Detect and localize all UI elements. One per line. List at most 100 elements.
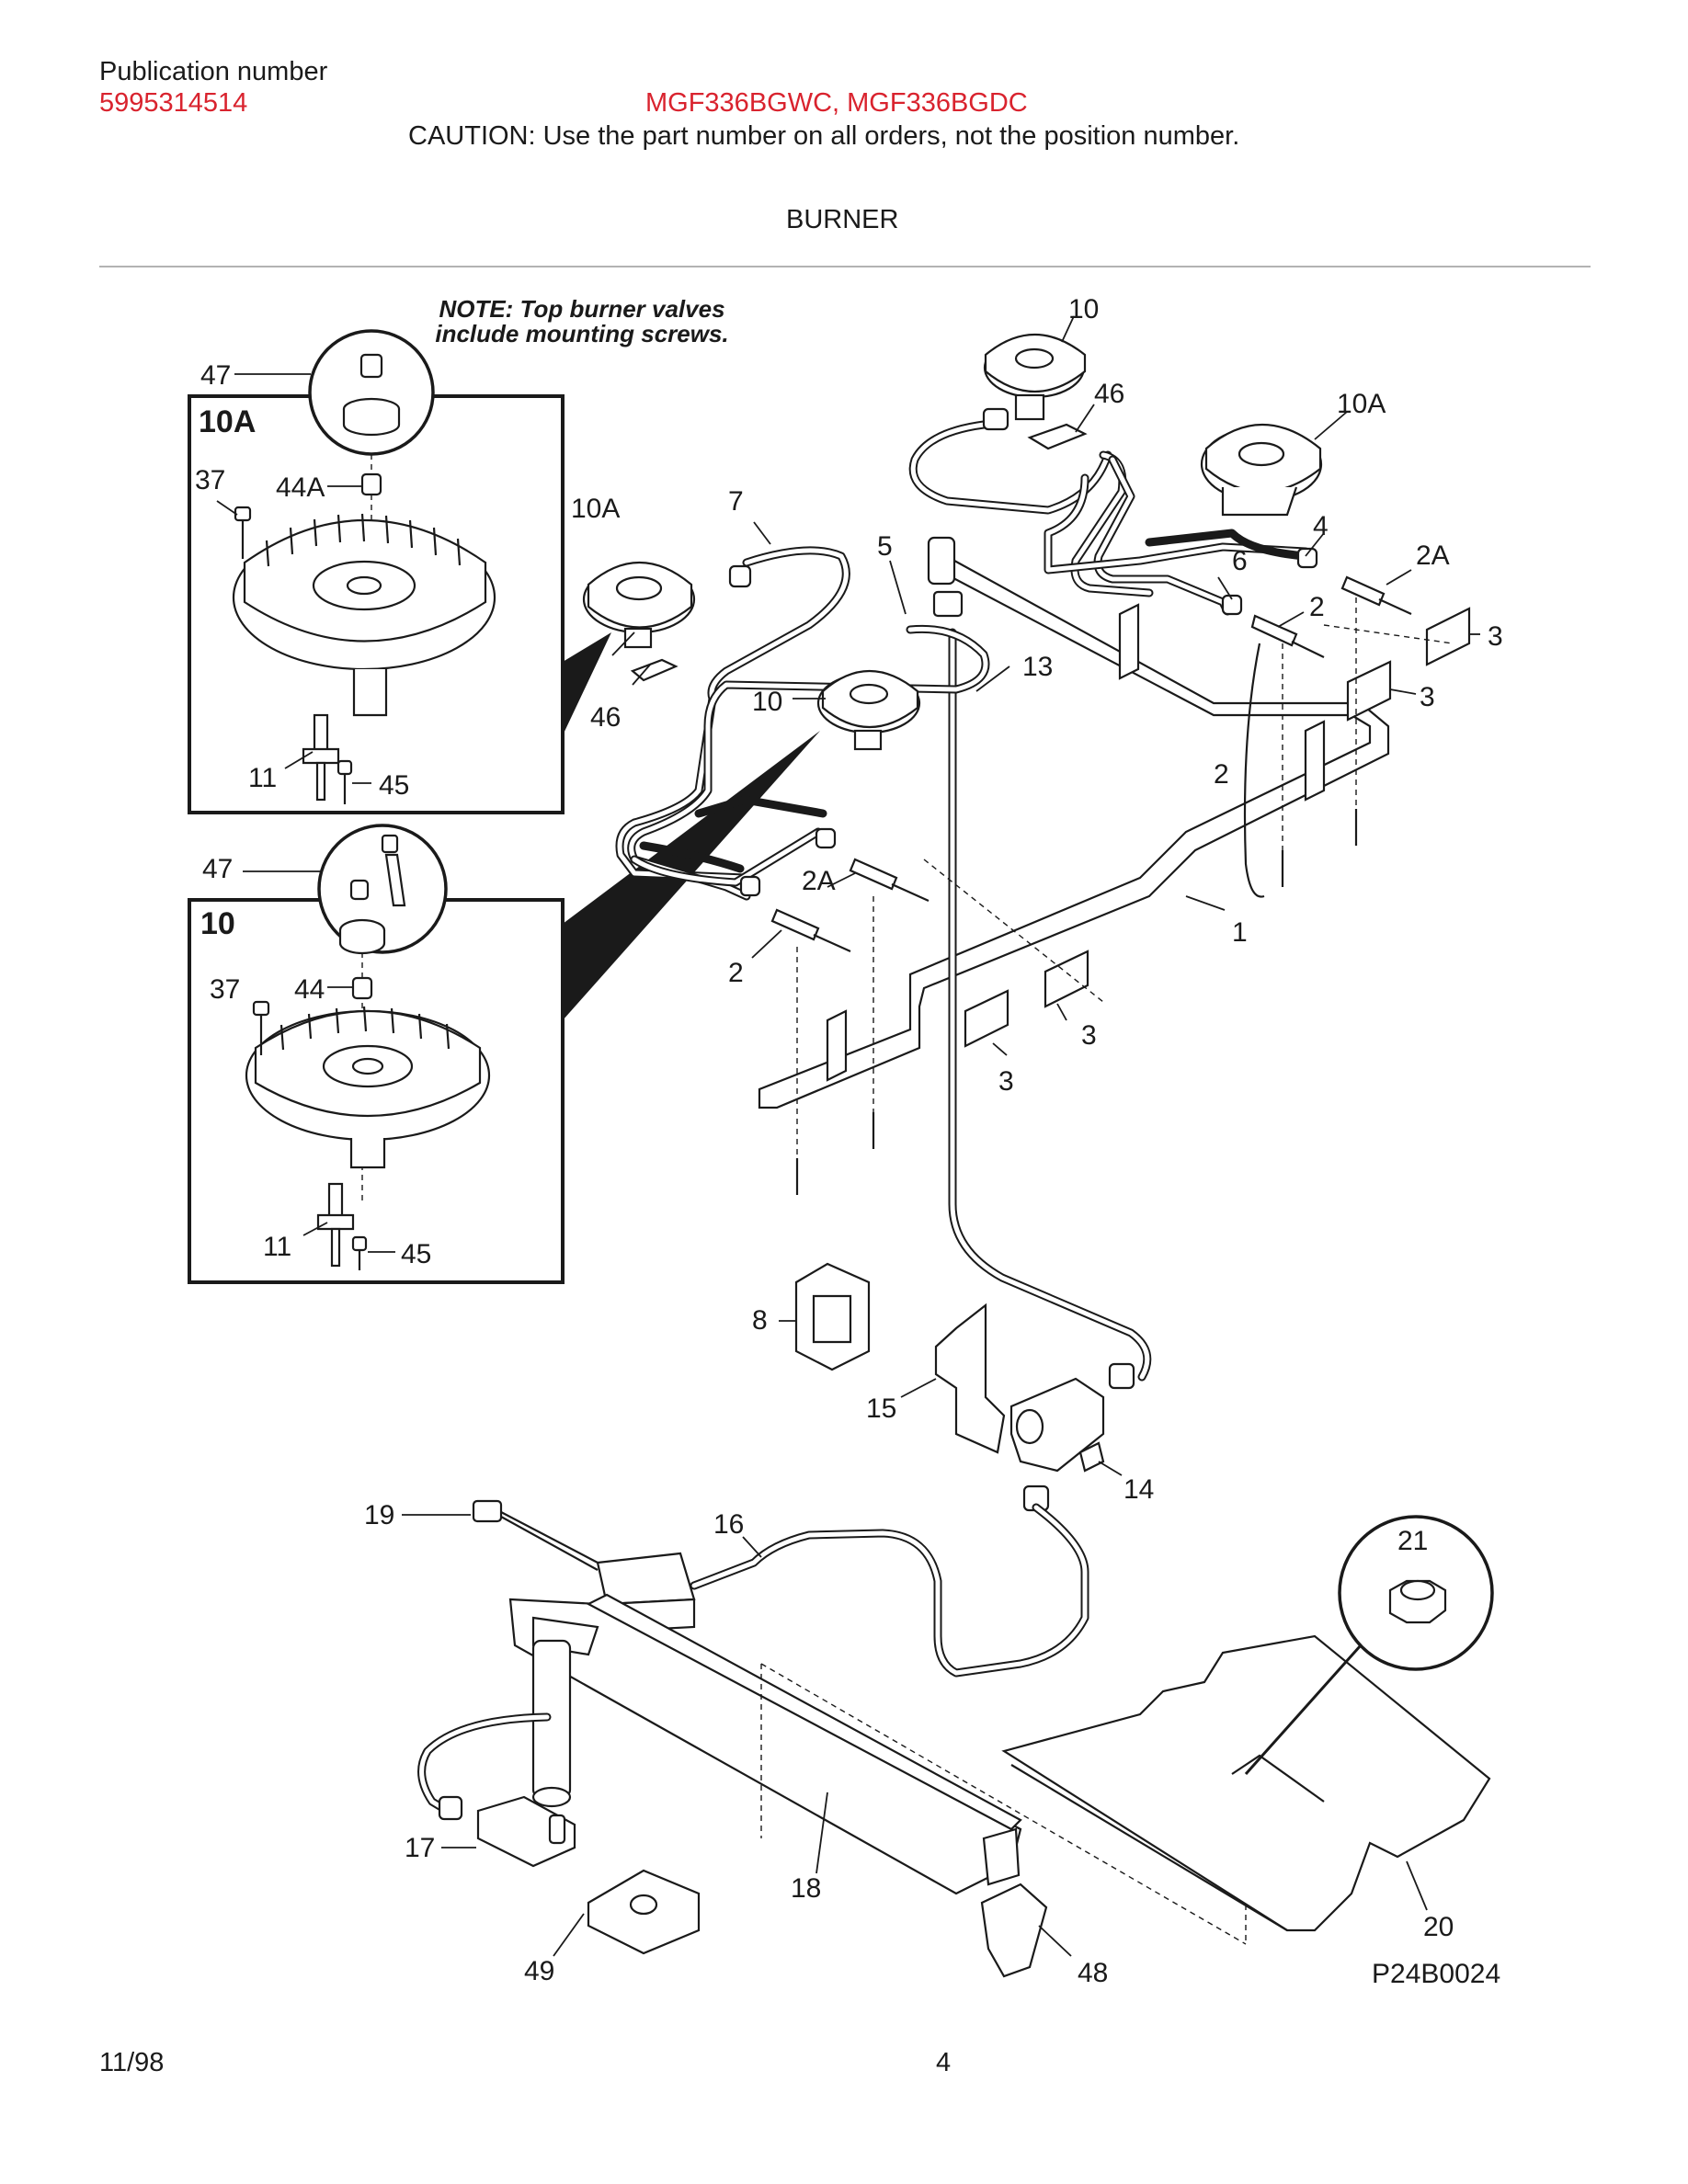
diagram-stroke [335, 1007, 340, 1034]
diagram-stroke [419, 1714, 550, 1815]
diagram-stroke [1291, 641, 1325, 658]
wire-2 [1243, 643, 1265, 898]
screw-37a [234, 506, 252, 522]
diagram-stroke [265, 513, 462, 567]
diagram-stroke [316, 1213, 355, 1231]
screw-44a [360, 472, 382, 496]
bracket-15 [934, 1302, 1006, 1454]
callout-2a-left: 2A [802, 866, 836, 896]
diagram-stroke [289, 527, 294, 555]
diagram-stroke [1378, 597, 1412, 616]
diagram-stroke [313, 518, 318, 547]
diagram-stroke [315, 761, 326, 802]
diagram-stroke [390, 1007, 395, 1034]
diagram-stroke [849, 683, 889, 705]
callout-20: 20 [1423, 1912, 1454, 1942]
footer-date: 11/98 [99, 2048, 165, 2077]
diagram-stroke [812, 1294, 852, 1344]
diagram-stroke [827, 872, 856, 888]
diagram-stroke [596, 1552, 696, 1606]
diagram-stroke [975, 665, 1010, 692]
diagram-stroke [927, 536, 956, 586]
diagram-stroke [1277, 611, 1305, 628]
diagram-stroke [279, 1006, 451, 1051]
caution-text: CAUTION: Use the part number on all orde… [408, 121, 1240, 151]
diagram-stroke [923, 859, 1104, 1003]
diagram-stroke [362, 1006, 368, 1032]
diagram-stroke [1044, 950, 1089, 1008]
diagram-stroke [770, 908, 820, 941]
diagram-stroke [351, 1057, 384, 1075]
diagram-stroke [964, 989, 1009, 1048]
diagram-stroke [1010, 1764, 1288, 1931]
diagram-stroke [629, 626, 988, 899]
diagram-stroke [330, 1227, 341, 1268]
diagram-stroke [1231, 1754, 1325, 1803]
diagram-stroke [900, 1378, 937, 1398]
diagram-stroke [694, 795, 827, 818]
inset-label-10: 10 [200, 906, 235, 941]
tube-bundle-4-6 [908, 420, 1310, 616]
diagram-stroke [1304, 720, 1326, 802]
diagram-stroke [472, 1499, 503, 1523]
diagram-stroke [432, 527, 438, 556]
callout-leaders [402, 315, 1480, 1957]
diagram-stroke [417, 1013, 423, 1040]
callout-10a-right: 10A [1337, 389, 1386, 419]
inset-10a-burner-detail: 10A [188, 329, 565, 814]
diagram-stroke [284, 751, 314, 769]
diagram-stroke [384, 515, 390, 544]
note-line-1: NOTE: Top burner valves [439, 295, 724, 323]
callout-4: 4 [1313, 511, 1329, 541]
orifice-fittings-right [1221, 547, 1412, 658]
callout-21: 21 [1397, 1526, 1428, 1556]
diagram-stroke [1045, 475, 1308, 573]
diagram-stroke [1075, 404, 1095, 433]
diagram-stroke [1014, 347, 1055, 370]
electrode-11a [313, 713, 329, 754]
drawing-code: P24B0024 [1372, 1959, 1500, 1989]
note-line-2: include mounting screws. [435, 320, 728, 347]
callout-2a-right: 2A [1416, 540, 1450, 571]
diagram-stroke [611, 631, 635, 656]
callout-2-wire: 2 [1214, 759, 1229, 790]
diagram-stroke [1389, 688, 1417, 695]
section-title: BURNER [786, 205, 899, 234]
diagram-stroke [753, 521, 771, 545]
pointer-wedge-10a [563, 632, 611, 735]
callout-10a-left: 10A [571, 494, 620, 524]
diagram-stroke [1014, 393, 1045, 421]
diagram-stroke [639, 841, 745, 873]
callout-48: 48 [1078, 1958, 1108, 1988]
diagram-stroke [623, 627, 653, 649]
diagram-stroke [346, 575, 382, 596]
diagram-stroke [1399, 1579, 1436, 1601]
screw-45a [336, 759, 353, 776]
diagram-stroke [1340, 575, 1386, 607]
inset-label-10a: 10A [199, 404, 256, 439]
diagram-stroke [456, 538, 462, 566]
callout-3-a: 3 [1488, 621, 1503, 652]
screw-44 [351, 976, 373, 1000]
callout-16: 16 [713, 1509, 744, 1540]
callout-5: 5 [877, 531, 893, 562]
callout-3-b: 3 [1420, 682, 1435, 712]
bracket-46-top [1027, 423, 1088, 450]
diagram-stroke [815, 1792, 828, 1874]
diagram-stroke [336, 514, 342, 543]
diagram-stroke [500, 1511, 599, 1564]
callout-49: 49 [524, 1956, 554, 1986]
diagram-stroke [1250, 614, 1298, 647]
diagram-stroke [1078, 1441, 1105, 1473]
callout-14: 14 [1123, 1474, 1154, 1505]
diagram-stroke [889, 560, 907, 615]
diagram-stroke [1015, 1408, 1044, 1445]
oven-burner-18 [508, 1593, 1022, 1895]
diagram-stroke [216, 500, 238, 516]
burner-10a-left [582, 561, 752, 682]
callout-10-mid: 10 [752, 687, 782, 717]
callout-46-left: 46 [590, 702, 621, 733]
diagram-stroke [632, 663, 652, 686]
callout-1: 1 [1232, 917, 1248, 948]
